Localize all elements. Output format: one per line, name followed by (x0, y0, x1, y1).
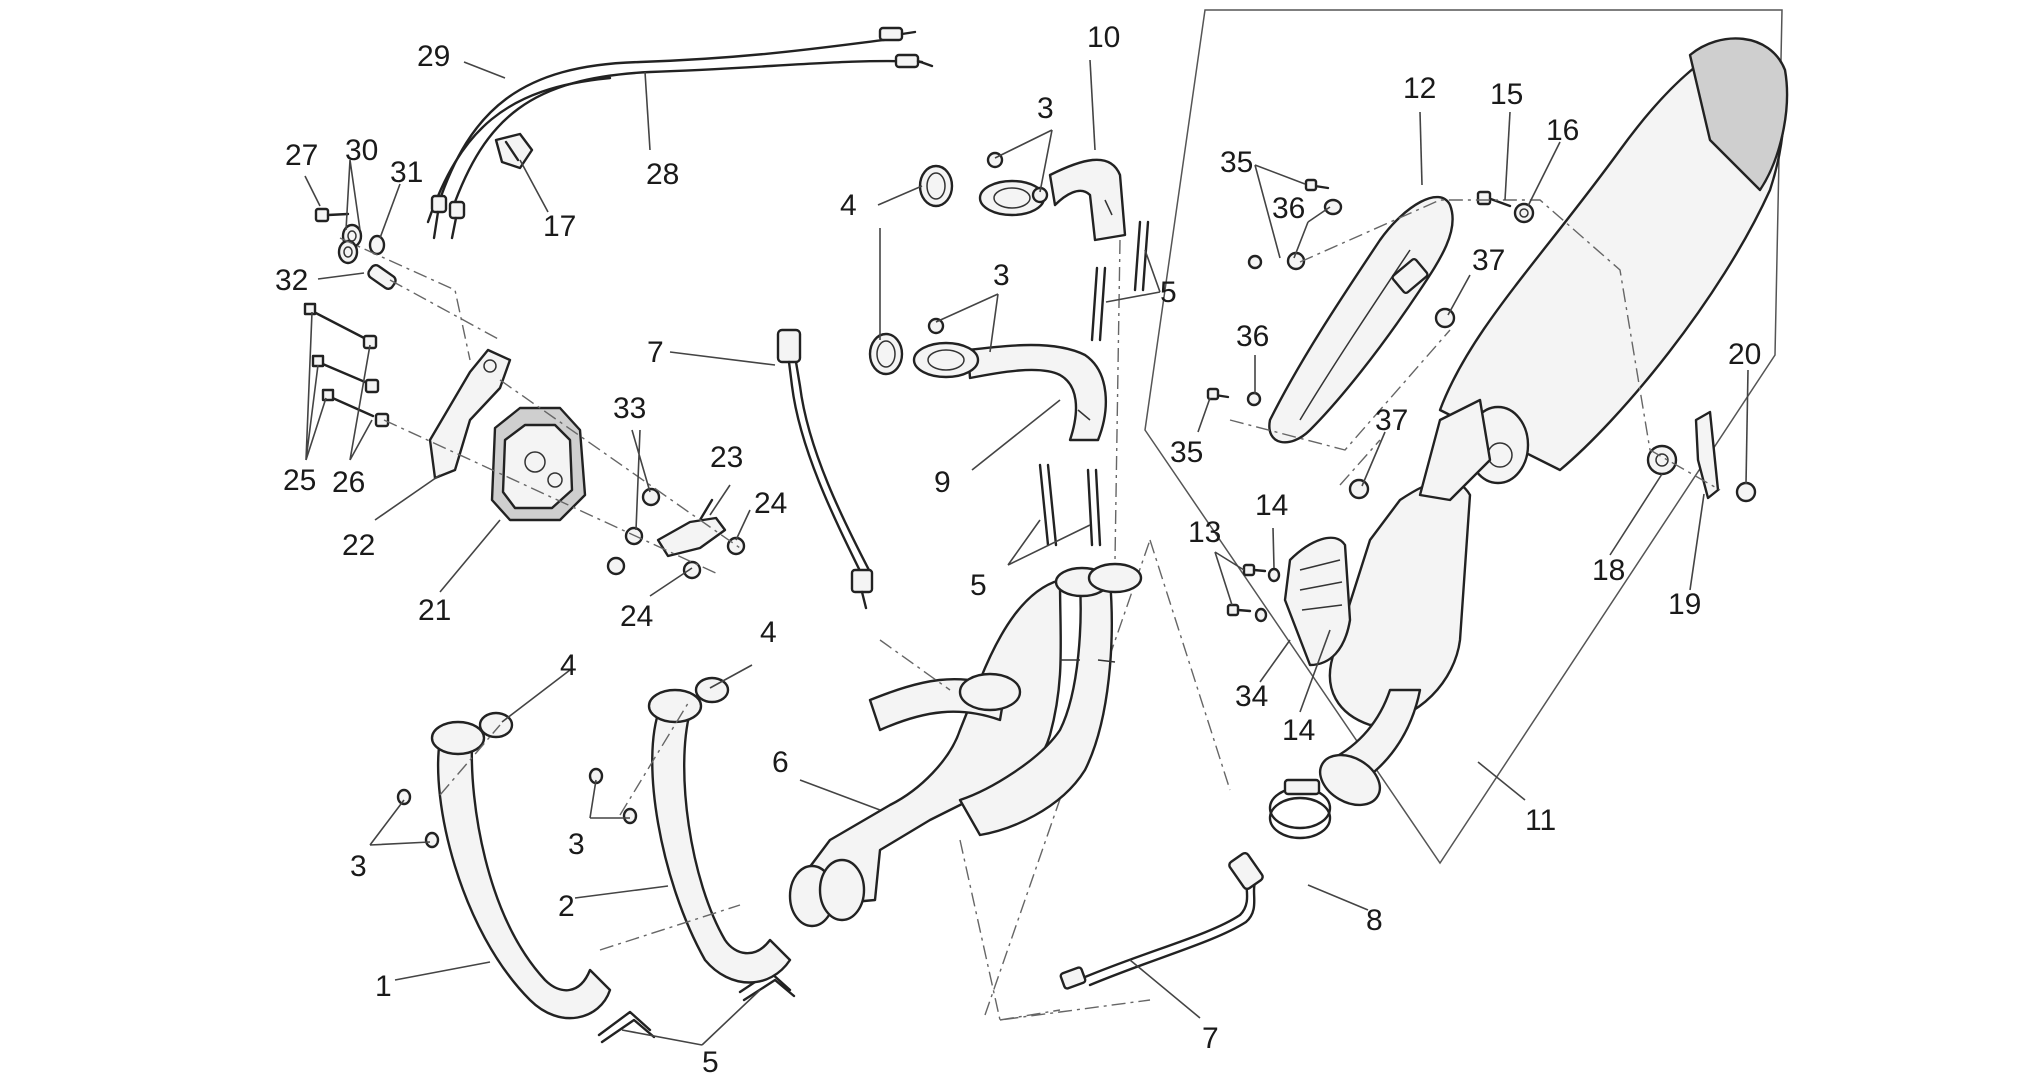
nut-part-3 (927, 317, 945, 335)
callout-20: 20 (1728, 338, 1761, 371)
callout-36: 36 (1236, 320, 1269, 353)
callout-11: 11 (1525, 804, 1556, 837)
callout-5: 5 (970, 569, 987, 602)
bracket-part-23 (656, 498, 727, 558)
callout-34: 34 (1235, 680, 1268, 713)
catalytic-converter-part-11 (1318, 398, 1492, 807)
clamp-part-11 (1268, 778, 1332, 840)
callout-27: 27 (285, 139, 318, 172)
callout-10: 10 (1087, 21, 1120, 54)
callout-22: 22 (342, 529, 375, 562)
callout-29: 29 (417, 40, 450, 73)
assembly-link-line (1229, 199, 1721, 491)
valve-cable-part-28 (426, 26, 934, 240)
callout-17: 17 (543, 210, 576, 243)
nut-part-3 (396, 767, 638, 849)
callout-1: 1 (375, 970, 392, 1003)
callout-19: 19 (1668, 588, 1701, 621)
bolts-part-13 (1226, 563, 1267, 617)
callout-4: 4 (840, 189, 857, 222)
callout-32: 32 (275, 264, 308, 297)
leader-lines (304, 59, 1749, 1046)
callout-7: 7 (1202, 1022, 1219, 1055)
callout-23: 23 (710, 441, 743, 474)
callout-16: 16 (1546, 114, 1579, 147)
washer-part-30 (337, 223, 363, 265)
silencer-assembly-frame (1144, 9, 1783, 865)
callout-24: 24 (620, 600, 653, 633)
callout-2: 2 (558, 890, 575, 923)
callout-31: 31 (390, 156, 423, 189)
callout-5: 5 (1160, 276, 1177, 309)
gasket-part-4 (918, 164, 954, 208)
callout-25: 25 (283, 464, 316, 497)
heat-guard-part-34 (1283, 536, 1352, 667)
callout-3: 3 (993, 259, 1010, 292)
callout-labels: 29 28 17 27 30 31 32 25 26 22 21 7 33 23… (275, 21, 1761, 1077)
header-pipe-part-1 (430, 711, 612, 1020)
callout-3: 3 (350, 850, 367, 883)
bolts-part-25 (303, 302, 375, 418)
callout-13: 13 (1188, 516, 1221, 549)
callout-7: 7 (647, 336, 664, 369)
callout-37: 37 (1472, 244, 1505, 277)
callout-3: 3 (1037, 92, 1054, 125)
assembly-link-line (439, 239, 1151, 1021)
washer-part-36 (1246, 198, 1343, 407)
washer-part-31 (368, 234, 386, 256)
bolt-part-35 (1206, 178, 1330, 401)
header-pipe-part-10 (978, 158, 1127, 242)
bolt-part-15 (1476, 190, 1512, 208)
spacer-part-32 (367, 263, 397, 291)
callout-12: 12 (1403, 72, 1436, 105)
callout-5: 5 (702, 1046, 719, 1077)
callout-15: 15 (1490, 78, 1523, 111)
silencer-part-11 (1438, 37, 1789, 485)
assembly-link-line (339, 237, 741, 576)
bushing-part-18 (1646, 444, 1678, 476)
callout-28: 28 (646, 158, 679, 191)
header-pipe-part-9 (912, 341, 1107, 442)
callout-9: 9 (934, 466, 951, 499)
nut-part-16 (1513, 202, 1535, 224)
bracket-part-22 (428, 348, 512, 480)
callout-4: 4 (760, 616, 777, 649)
callout-4: 4 (560, 649, 577, 682)
callout-30: 30 (345, 134, 378, 167)
callout-6: 6 (772, 746, 789, 779)
callout-14: 14 (1282, 714, 1315, 747)
callout-3: 3 (568, 828, 585, 861)
gasket-part-4 (868, 332, 904, 376)
callout-33: 33 (613, 392, 646, 425)
callout-35: 35 (1170, 436, 1203, 469)
oxygen-sensor-part-7 (1059, 851, 1264, 990)
callout-18: 18 (1592, 554, 1625, 587)
oxygen-sensor-part-7 (776, 328, 874, 610)
collector-pipe-part-6 (788, 562, 1143, 928)
springs-part-5 (597, 220, 1150, 1044)
heat-shield-part-12 (1268, 195, 1454, 444)
callout-26: 26 (332, 466, 365, 499)
valve-actuator-part-21 (490, 406, 587, 522)
bolt-part-27 (314, 207, 350, 223)
callout-8: 8 (1366, 904, 1383, 937)
cable-clip-part-17 (494, 132, 534, 170)
callout-35: 35 (1220, 146, 1253, 179)
callout-24: 24 (754, 487, 787, 520)
callout-14: 14 (1255, 489, 1288, 522)
callout-36: 36 (1272, 192, 1305, 225)
header-pipe-part-2 (647, 676, 792, 984)
bracket-part-19 (1694, 410, 1720, 500)
callout-21: 21 (418, 594, 451, 627)
nuts-part-33 (624, 487, 661, 546)
callout-37: 37 (1375, 404, 1408, 437)
nut-part-20 (1735, 481, 1757, 503)
